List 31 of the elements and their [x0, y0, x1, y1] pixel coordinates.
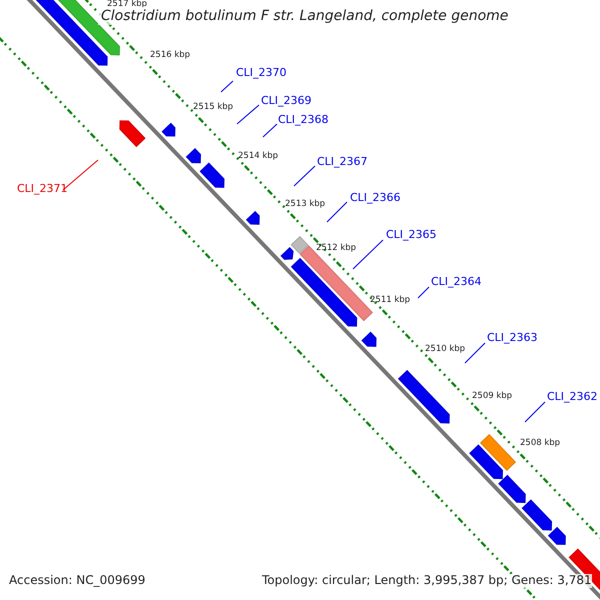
tick-label: 2514 kbp	[238, 152, 278, 162]
tick-label: 2513 kbp	[285, 200, 326, 210]
leader-line	[352, 240, 384, 270]
leader-line	[418, 286, 430, 298]
tick-label: 2509 kbp	[472, 392, 512, 402]
leader-line	[524, 402, 546, 422]
leader-line	[464, 342, 486, 364]
tick-label: 2512 kbp	[316, 244, 356, 254]
tick-label: 2510 kbp	[425, 345, 466, 355]
leader-line	[326, 202, 348, 222]
gene-label: CLI_2363	[487, 332, 538, 345]
gene-label: CLI_2367	[317, 156, 368, 169]
gene-label: CLI_2362	[547, 391, 598, 404]
gene-label: CLI_2366	[350, 192, 401, 205]
leader-line	[294, 166, 316, 186]
tick-label: 2511 kbp	[370, 296, 410, 306]
leader-line	[220, 80, 234, 92]
gene-label: CLI_2370	[236, 67, 287, 80]
gene-label: CLI_2368	[278, 114, 329, 127]
gene-label: CLI_2364	[431, 276, 482, 289]
tick-label: 2515 kbp	[193, 103, 234, 113]
gene-label: CLI_2371	[17, 183, 68, 196]
leader-line	[62, 160, 98, 190]
tick-label: 2508 kbp	[520, 439, 560, 449]
tick-label: 2516 kbp	[150, 51, 190, 61]
genome-info-text: Topology: circular; Length: 3,995,387 bp; Genes: 3,781	[262, 574, 592, 588]
leader-line	[262, 124, 278, 138]
gene-label: CLI_2365	[386, 229, 437, 242]
accession-text: Accession: NC_009699	[9, 574, 146, 588]
gene-label: CLI_2369	[261, 95, 312, 108]
leader-line	[236, 104, 260, 124]
